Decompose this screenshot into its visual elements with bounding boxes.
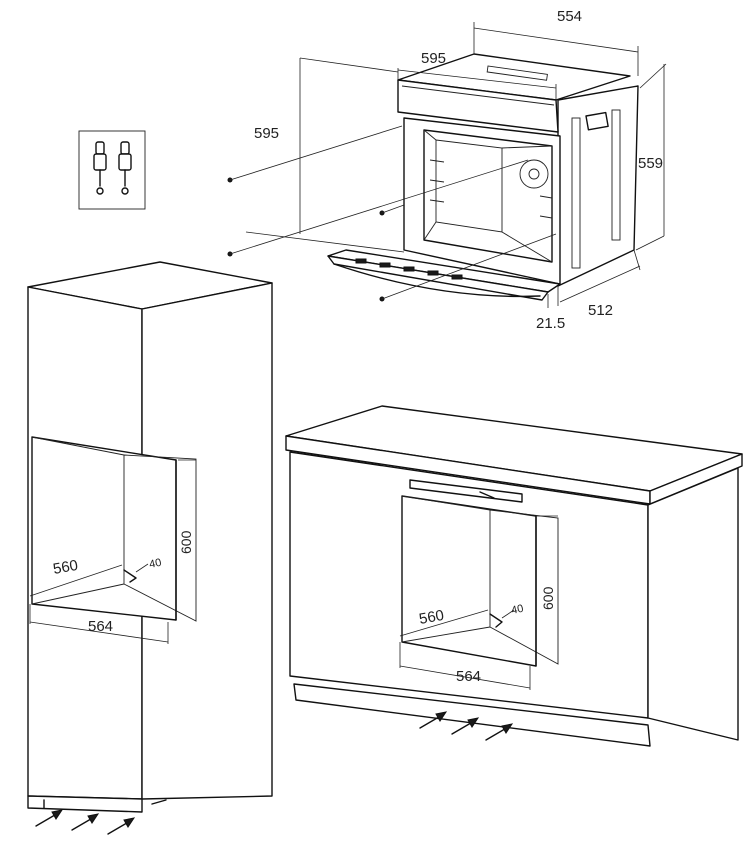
dim-oven-front-width: 595 [421, 50, 446, 67]
dim-tall-niche-height: 600 [178, 530, 194, 554]
screws-box [78, 130, 146, 210]
dim-tall-niche-width: 564 [88, 618, 113, 635]
dim-base-vent: 40 [510, 603, 524, 617]
dim-base-niche-height: 600 [540, 586, 556, 610]
airflow-arrows [419, 711, 514, 741]
dim-oven-front-height: 595 [254, 125, 279, 142]
dim-tall-niche-depth: 560 [52, 557, 80, 578]
screw-icon [93, 141, 107, 195]
dim-oven-side-height: 559 [638, 155, 663, 172]
airflow-arrows [35, 809, 136, 835]
tall-cabinet-drawing: 560 40 564 600 [27, 261, 273, 835]
dim-oven-top-width: 554 [557, 8, 582, 25]
dim-base-niche-depth: 560 [418, 607, 446, 628]
dim-tall-vent: 40 [148, 557, 162, 571]
dim-oven-door-offset: 21.5 [536, 315, 565, 332]
dim-base-niche-width: 564 [456, 668, 481, 685]
oven-drawing: 554 595 595 559 512 21.5 [227, 8, 667, 332]
base-cabinet-drawing: 560 40 564 600 [285, 405, 743, 747]
dim-oven-depth: 512 [588, 302, 613, 319]
screw-icon [118, 141, 132, 195]
